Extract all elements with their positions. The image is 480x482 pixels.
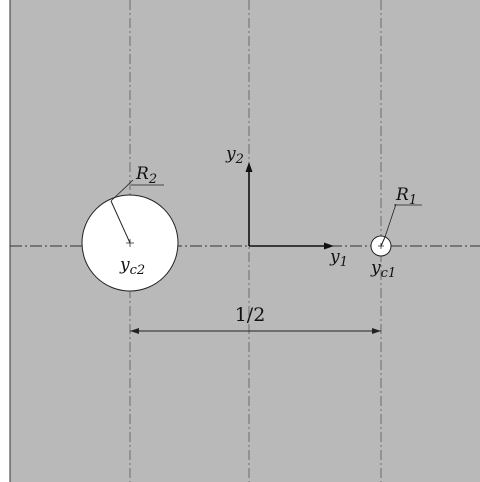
leader-r2 bbox=[110, 179, 134, 202]
y1-arrowhead bbox=[324, 242, 334, 250]
label-r2: R2 bbox=[135, 164, 157, 187]
label-yc1: yc1 bbox=[370, 258, 396, 281]
y2-arrowhead bbox=[245, 162, 253, 172]
leader-r1 bbox=[384, 203, 397, 238]
radius-line-r2 bbox=[110, 200, 131, 244]
radius-line-r1 bbox=[380, 236, 386, 247]
label-y1: y1 bbox=[329, 247, 348, 270]
label-y2: y2 bbox=[225, 144, 244, 167]
label-yc2: yc2 bbox=[119, 255, 145, 278]
distance-arrow-left bbox=[130, 328, 139, 334]
domain-background bbox=[10, 0, 480, 482]
label-distance: 1/2 bbox=[235, 304, 266, 326]
label-r1: R1 bbox=[395, 185, 417, 208]
distance-arrow-right bbox=[372, 328, 381, 334]
